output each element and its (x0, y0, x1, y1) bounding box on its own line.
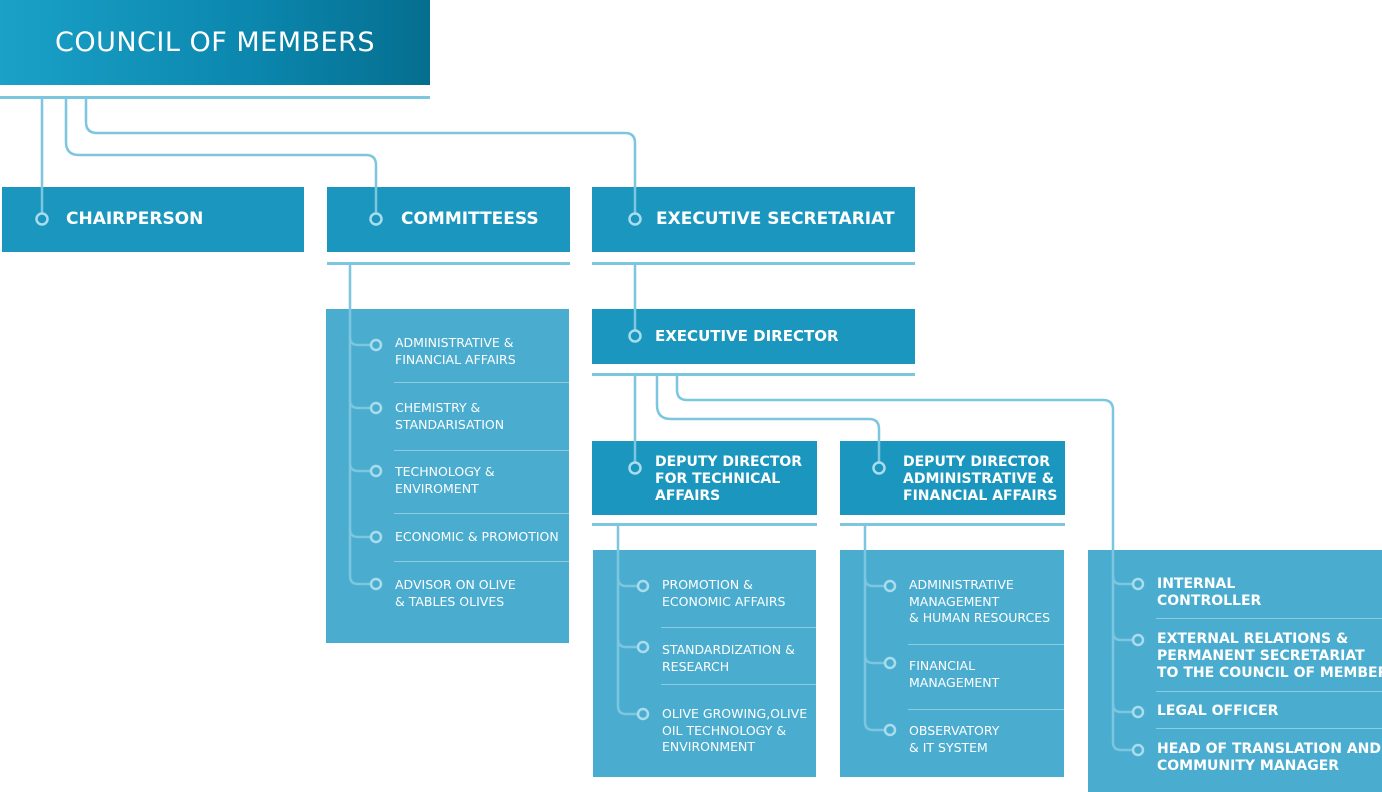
committees-label: COMMITTEESS (401, 209, 539, 229)
admin-units-panel: ADMINISTRATIVE MANAGEMENT & HUMAN RESOUR… (840, 550, 1064, 777)
director-unit-item[interactable]: INTERNAL CONTROLLER (1157, 576, 1262, 609)
committees-underline (327, 262, 570, 265)
admin-unit-item[interactable]: ADMINISTRATIVE MANAGEMENT & HUMAN RESOUR… (909, 577, 1051, 625)
director-unit-item[interactable]: EXTERNAL RELATIONS & PERMANENT SECRETARI… (1157, 631, 1382, 681)
council-title: COUNCIL OF MEMBERS (54, 27, 375, 58)
committees-box[interactable]: COMMITTEESS (327, 187, 570, 252)
chairperson-box[interactable]: CHAIRPERSON (2, 187, 304, 252)
technical-units-panel: PROMOTION & ECONOMIC AFFAIRS STANDARDIZA… (593, 550, 816, 777)
council-of-members-header: COUNCIL OF MEMBERS (0, 0, 430, 85)
council-underline (0, 96, 430, 99)
technical-unit-item[interactable]: OLIVE GROWING,OLIVE OIL TECHNOLOGY & ENV… (662, 706, 808, 754)
director-units-panel: INTERNAL CONTROLLER EXTERNAL RELATIONS &… (1088, 550, 1382, 792)
executive-secretariat-underline (592, 262, 915, 265)
technical-unit-item[interactable]: PROMOTION & ECONOMIC AFFAIRS (662, 577, 786, 609)
divider (661, 627, 816, 628)
divider (1156, 618, 1382, 619)
deputy-technical-underline (592, 523, 817, 526)
divider (1156, 728, 1382, 729)
committees-list-panel: ADMINISTRATIVE & FINANCIAL AFFAIRS CHEMI… (326, 309, 569, 643)
deputy-technical-label: DEPUTY DIRECTOR FOR TECHNICAL AFFAIRS (655, 454, 803, 504)
executive-director-underline (592, 373, 915, 376)
deputy-admin-box[interactable]: DEPUTY DIRECTOR ADMINISTRATIVE & FINANCI… (840, 441, 1065, 515)
divider (394, 513, 569, 514)
executive-secretariat-box[interactable]: EXECUTIVE SECRETARIAT (592, 187, 915, 252)
director-unit-item[interactable]: LEGAL OFFICER (1157, 703, 1279, 719)
committee-item[interactable]: CHEMISTRY & STANDARISATION (395, 400, 505, 432)
executive-director-label: EXECUTIVE DIRECTOR (655, 327, 839, 345)
committee-item[interactable]: ADMINISTRATIVE & FINANCIAL AFFAIRS (395, 335, 516, 367)
technical-unit-item[interactable]: STANDARDIZATION & RESEARCH (662, 642, 795, 674)
divider (394, 382, 569, 383)
divider (394, 450, 569, 451)
divider (1156, 691, 1382, 692)
divider (908, 644, 1064, 645)
divider (661, 684, 816, 685)
committee-item[interactable]: ECONOMIC & PROMOTION (395, 529, 559, 544)
deputy-admin-label: DEPUTY DIRECTOR ADMINISTRATIVE & FINANCI… (903, 454, 1058, 504)
deputy-technical-box[interactable]: DEPUTY DIRECTOR FOR TECHNICAL AFFAIRS (592, 441, 817, 515)
executive-secretariat-label: EXECUTIVE SECRETARIAT (656, 209, 895, 229)
chairperson-label: CHAIRPERSON (66, 209, 204, 229)
director-unit-item[interactable]: HEAD OF TRANSLATION AND COMMUNITY MANAGE… (1157, 741, 1382, 774)
committee-item[interactable]: TECHNOLOGY & ENVIROMENT (395, 464, 495, 496)
divider (394, 561, 569, 562)
deputy-admin-underline (840, 523, 1065, 526)
admin-unit-item[interactable]: OBSERVATORY & IT SYSTEM (909, 723, 1000, 755)
divider (908, 709, 1064, 710)
executive-director-box[interactable]: EXECUTIVE DIRECTOR (592, 309, 915, 364)
admin-unit-item[interactable]: FINANCIAL MANAGEMENT (909, 658, 1000, 690)
committee-item[interactable]: ADVISOR ON OLIVE & TABLES OLIVES (395, 577, 516, 609)
